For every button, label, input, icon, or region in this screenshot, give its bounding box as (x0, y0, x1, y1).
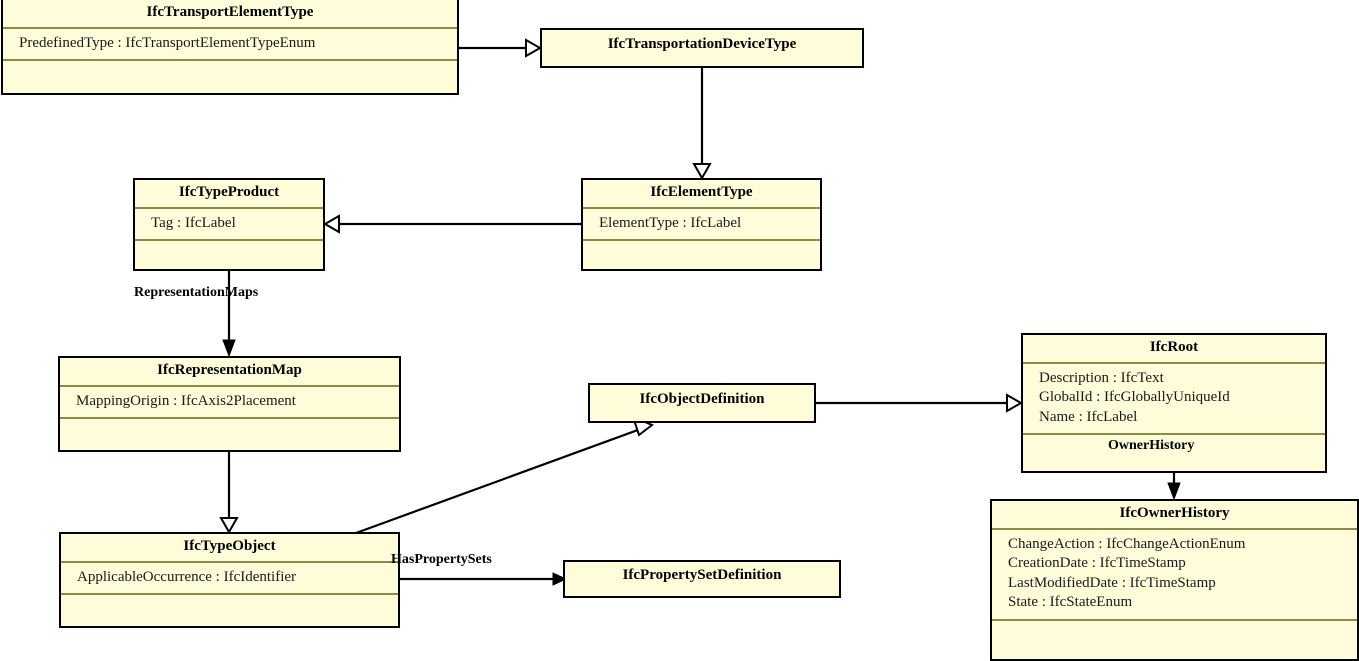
class-title: IfcRoot (1149, 339, 1199, 355)
class-box-ifcrepresentationmap[interactable]: IfcRepresentationMap MappingOrigin : Ifc… (58, 356, 401, 452)
class-box-ifctypeobject[interactable]: IfcTypeObject ApplicableOccurrence : Ifc… (59, 532, 400, 628)
edge-label-ownerhistory: OwnerHistory (1108, 438, 1195, 453)
edge-typeobject-to-propertysetdefinition (400, 572, 568, 586)
class-box-ifcelementtype[interactable]: IfcElementType ElementType : IfcLabel (581, 178, 822, 271)
attribute-row: MappingOrigin : IfcAxis2Placement (76, 392, 296, 409)
edge-representationmap-to-typeobject (219, 452, 239, 535)
attribute-row: ElementType : IfcLabel (599, 214, 742, 231)
compartment-separator (583, 206, 820, 209)
class-box-ifctypeproduct[interactable]: IfcTypeProduct Tag : IfcLabel (133, 178, 325, 271)
class-box-ifcownerhistory[interactable]: IfcOwnerHistory ChangeAction : IfcChange… (990, 499, 1359, 661)
class-attributes: ChangeAction : IfcChangeActionEnum Creat… (992, 530, 1357, 619)
class-box-ifcroot[interactable]: IfcRoot Description : IfcText GlobalId :… (1021, 333, 1327, 473)
edge-transportelement-to-transportationdevice (459, 38, 543, 58)
class-title: IfcPropertySetDefinition (622, 567, 782, 583)
attribute-row: ApplicableOccurrence : IfcIdentifier (77, 568, 297, 585)
attribute-row: GlobalId : IfcGloballyUniqueId (1039, 389, 1230, 406)
compartment-separator (992, 618, 1357, 621)
class-box-ifctransportationdevicetype[interactable]: IfcTransportationDeviceType (540, 28, 864, 68)
class-attributes: PredefinedType : IfcTransportElementType… (3, 29, 457, 60)
class-operations (60, 419, 399, 450)
edge-typeproduct-to-representationmap (222, 271, 236, 358)
class-attributes: Description : IfcText GlobalId : IfcGlob… (1023, 364, 1325, 434)
attribute-row: Name : IfcLabel (1039, 408, 1138, 425)
compartment-separator (60, 384, 399, 387)
class-operations (135, 241, 323, 269)
edge-elementtype-to-typeproduct (322, 214, 581, 234)
class-box-ifcobjectdefinition[interactable]: IfcObjectDefinition (588, 383, 816, 423)
compartment-separator (60, 417, 399, 420)
class-box-ifcpropertysetdefinition[interactable]: IfcPropertySetDefinition (563, 560, 841, 598)
class-attributes: ApplicableOccurrence : IfcIdentifier (61, 563, 398, 594)
attribute-row: Tag : IfcLabel (151, 214, 236, 231)
class-operations (583, 241, 820, 269)
class-title: IfcTypeProduct (178, 184, 280, 200)
edge-label-representationmaps: RepresentationMaps (134, 285, 259, 300)
class-operations (61, 595, 398, 626)
attribute-row: LastModifiedDate : IfcTimeStamp (1008, 574, 1216, 591)
compartment-separator (583, 239, 820, 242)
attribute-row: CreationDate : IfcTimeStamp (1008, 555, 1186, 572)
class-title: IfcRepresentationMap (157, 362, 302, 378)
class-attributes: MappingOrigin : IfcAxis2Placement (60, 387, 399, 418)
attribute-row: State : IfcStateEnum (1008, 594, 1133, 611)
attribute-row: Description : IfcText (1039, 369, 1164, 386)
class-title: IfcObjectDefinition (639, 391, 765, 407)
class-title: IfcTransportElementType (146, 4, 314, 20)
class-operations (992, 621, 1357, 659)
compartment-separator (61, 560, 398, 563)
class-title: IfcTransportationDeviceType (607, 36, 797, 52)
class-title: IfcElementType (650, 184, 753, 200)
class-box-ifctransportelementtype[interactable]: IfcTransportElementType PredefinedType :… (1, 0, 459, 95)
compartment-separator (135, 206, 323, 209)
class-attributes: ElementType : IfcLabel (583, 209, 820, 240)
class-title: IfcOwnerHistory (1119, 505, 1230, 521)
compartment-separator (61, 593, 398, 596)
attribute-row: ChangeAction : IfcChangeActionEnum (1008, 535, 1246, 552)
class-operations (3, 61, 457, 93)
edge-label-haspropertysets: HasPropertySets (391, 552, 492, 567)
class-title: IfcTypeObject (183, 538, 276, 554)
compartment-separator (992, 527, 1357, 530)
compartment-separator (135, 239, 323, 242)
edge-transportationdevice-to-elementtype (692, 68, 712, 181)
edge-objectdefinition-to-root (816, 393, 1024, 413)
compartment-separator (3, 26, 457, 29)
compartment-separator (1023, 433, 1325, 436)
compartment-separator (1023, 361, 1325, 364)
attribute-row: PredefinedType : IfcTransportElementType… (19, 34, 316, 51)
compartment-separator (3, 59, 457, 62)
class-attributes: Tag : IfcLabel (135, 209, 323, 240)
